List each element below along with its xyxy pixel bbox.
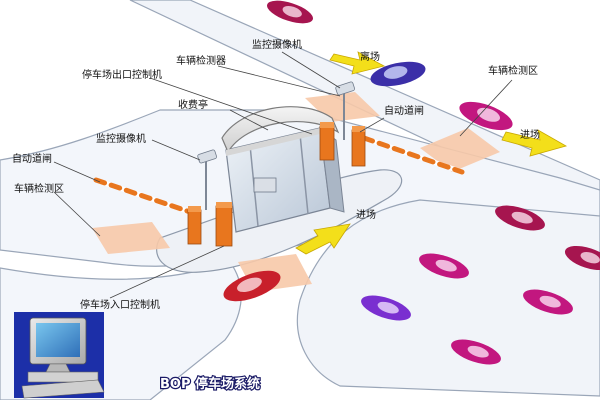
detection-zone-right (420, 128, 500, 172)
label-exit-controller: 停车场出口控制机 (82, 68, 162, 81)
car-lot-4 (361, 295, 411, 321)
detection-zone-left (92, 222, 170, 254)
label-auto-gate-right: 自动道闸 (384, 104, 424, 117)
car-entrance-red (223, 270, 281, 302)
toll-booth (221, 106, 345, 233)
auto-gate-right-post (351, 126, 366, 167)
booth-roof (221, 106, 340, 154)
label-vehicle-detector: 车辆检测器 (176, 54, 226, 67)
car-exit-blue (370, 61, 426, 87)
arrow-enter-center-icon (295, 223, 351, 255)
leader-lines (53, 51, 513, 299)
label-auto-gate-left: 自动道闸 (12, 152, 52, 165)
auto-gate-left-post (187, 206, 202, 245)
parking-lot-lower (296, 199, 600, 397)
label-detection-zone-right: 车辆检测区 (488, 64, 538, 77)
label-enter-right: 进场 (520, 128, 540, 141)
car-top (267, 0, 313, 24)
computer-icon (14, 312, 105, 399)
car-lot-2 (419, 253, 469, 279)
booth-console (253, 177, 277, 193)
entrance-controller-post (215, 202, 233, 247)
car-lot-1 (495, 205, 545, 231)
direction-arrows (295, 51, 568, 255)
camera-left (197, 149, 217, 210)
arrow-exit-icon (329, 51, 386, 75)
label-entrance-controller: 停车场入口控制机 (80, 298, 160, 311)
labels: 车辆检测器 监控摄像机 停车场出口控制机 离场 车辆检测区 收费亭 自动道闸 进… (12, 38, 540, 311)
car-lot-6 (451, 339, 501, 365)
cars (223, 0, 600, 365)
label-surveillance-camera-left: 监控摄像机 (96, 132, 146, 145)
label-exit: 离场 (360, 50, 380, 63)
label-toll-booth: 收费亭 (178, 98, 208, 111)
exit-controller-post (319, 122, 335, 161)
diagram-caption: BOP 停车场系统 (160, 376, 260, 392)
label-detection-zone-left: 车辆检测区 (14, 182, 64, 195)
arrow-enter-right-icon (501, 129, 568, 157)
gate-arms (93, 135, 465, 217)
car-lot-5 (523, 289, 573, 315)
camera-top (335, 81, 355, 140)
label-enter-center: 进场 (356, 208, 376, 221)
label-surveillance-camera-top: 监控摄像机 (252, 38, 302, 51)
